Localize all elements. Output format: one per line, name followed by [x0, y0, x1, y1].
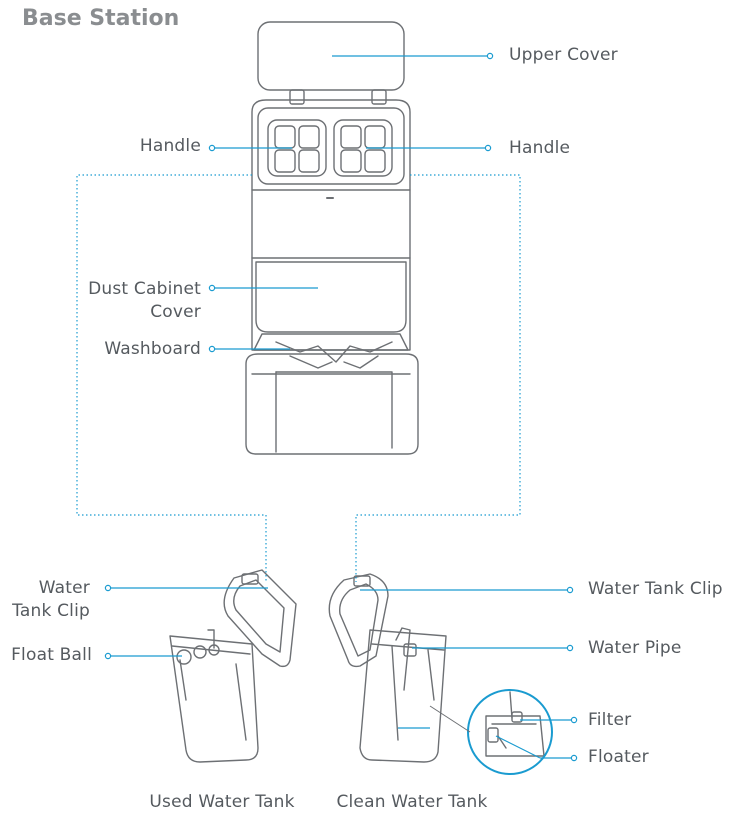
label-washboard: Washboard	[104, 339, 201, 359]
label-float-ball: Float Ball	[11, 645, 92, 665]
used-tank-lid-clip	[223, 569, 297, 668]
label-water-pipe: Water Pipe	[588, 638, 682, 658]
label-water-tank-clip-right: Water Tank Clip	[588, 579, 723, 599]
label-floater: Floater	[588, 747, 649, 767]
detail-inset	[485, 691, 545, 757]
detail-pointer	[429, 705, 471, 733]
clean-water-tank	[359, 627, 447, 763]
page-title: Base Station	[22, 6, 180, 31]
detail-circle	[467, 689, 553, 775]
clean-tank-lid-clip	[328, 573, 389, 668]
connector-frame	[76, 174, 521, 582]
label-handle-left: Handle	[139, 136, 201, 156]
washboard	[253, 333, 409, 369]
label-upper-cover: Upper Cover	[509, 45, 618, 65]
label-water-tank-clip-left-line1: Water	[38, 578, 90, 598]
label-dust-cabinet-cover-line2: Cover	[150, 302, 201, 322]
leader-lines	[104, 52, 578, 762]
used-water-tank	[169, 629, 259, 763]
label-dust-cabinet-cover-line1: Dust Cabinet	[88, 279, 201, 299]
caption-clean-water-tank: Clean Water Tank	[336, 792, 488, 812]
label-handle-right: Handle	[509, 138, 571, 158]
label-filter: Filter	[588, 710, 632, 730]
caption-used-water-tank: Used Water Tank	[149, 792, 295, 812]
label-water-tank-clip-left-line2: Tank Clip	[12, 601, 90, 621]
dust-cabinet-cover	[255, 261, 407, 333]
cover-hinges	[289, 89, 387, 105]
